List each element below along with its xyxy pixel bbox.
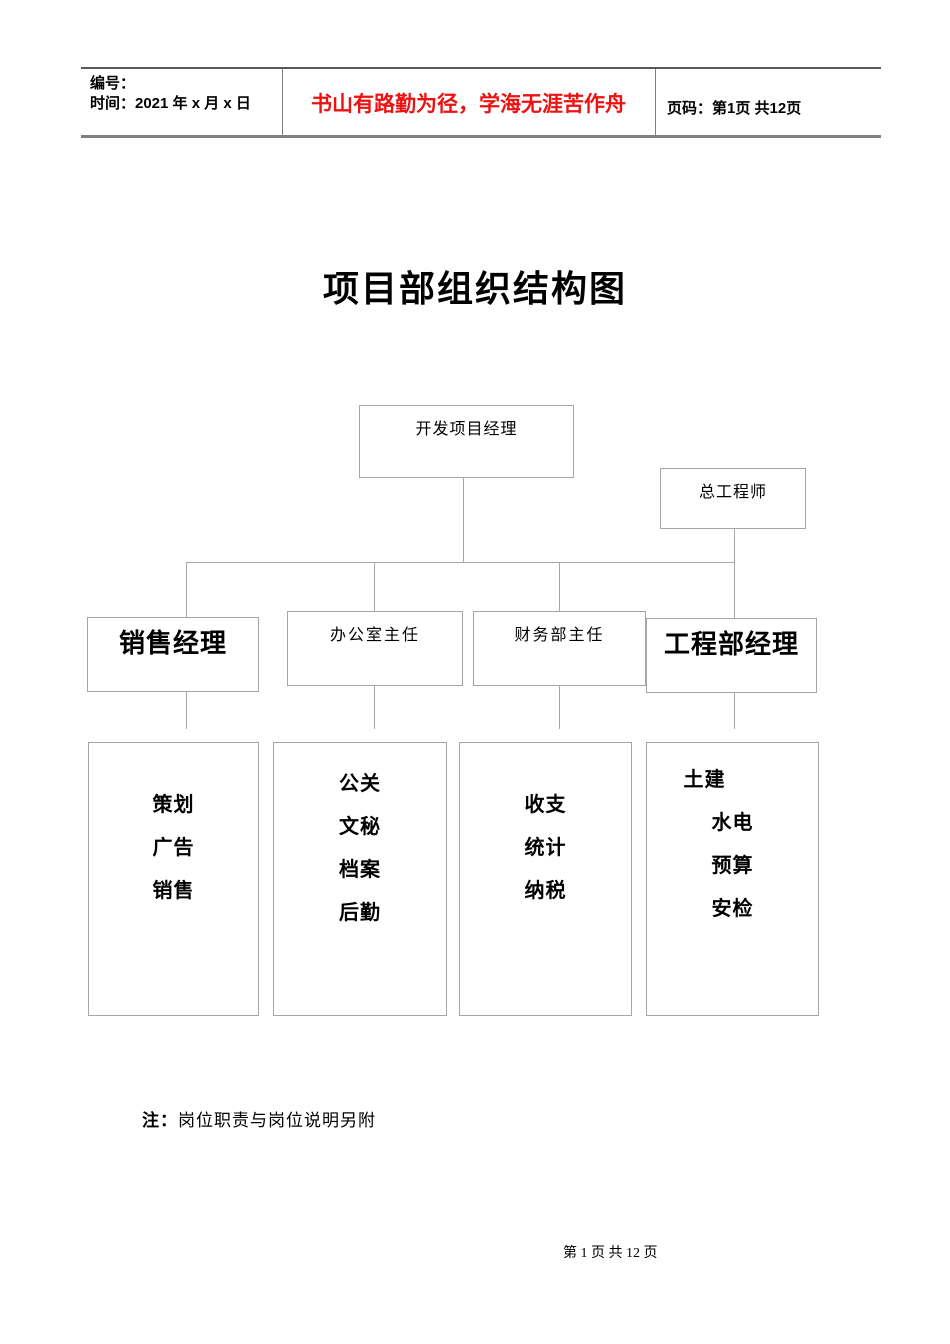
- connector-horizontal: [186, 562, 735, 563]
- note-prefix: 注：: [142, 1111, 178, 1130]
- detail-item: 公关: [339, 773, 381, 795]
- connector-office-down: [374, 685, 375, 729]
- org-box-engineering-manager: 工程部经理: [646, 618, 817, 693]
- org-box-sales-manager: 销售经理: [87, 617, 259, 692]
- header-divider-2: [655, 69, 656, 135]
- org-box-finance-director: 财务部主任: [473, 611, 646, 686]
- connector-engineering-down: [734, 692, 735, 729]
- detail-item: 收支: [524, 794, 567, 816]
- detail-item: 文秘: [339, 816, 381, 838]
- detail-item: 后勤: [339, 902, 381, 924]
- header-table: 编号： 时间：2021 年 x 月 x 日 书山有路勤为径，学海无涯苦作舟 页码：…: [81, 67, 881, 138]
- detail-item: 预算: [711, 855, 754, 877]
- org-box-office-director: 办公室主任: [287, 611, 463, 686]
- detail-item: 纳税: [524, 880, 567, 902]
- page-title: 项目部组织结构图: [322, 269, 627, 309]
- connector-sales-up: [186, 562, 187, 617]
- connector-finance-down: [559, 685, 560, 729]
- detail-item: 土建: [683, 769, 726, 791]
- header-time-label: 时间：2021 年 x 月 x 日: [90, 95, 251, 112]
- org-box-office-director-label: 办公室主任: [329, 627, 420, 644]
- note-text: 岗位职责与岗位说明另附: [178, 1111, 376, 1130]
- org-box-project-manager: 开发项目经理: [359, 405, 574, 478]
- org-box-chief-engineer-label: 总工程师: [698, 484, 767, 501]
- org-box-project-manager-label: 开发项目经理: [415, 421, 518, 438]
- detail-item: 统计: [524, 837, 567, 859]
- org-box-engineering-manager-label: 工程部经理: [663, 630, 799, 659]
- detail-item: 广告: [152, 837, 195, 859]
- detail-item: 档案: [339, 859, 381, 881]
- detail-item: 策划: [152, 794, 195, 816]
- footer-page-number: 第 1 页 共 12 页: [563, 1246, 658, 1261]
- org-detail-finance: 收支 统计 纳税: [459, 742, 632, 1016]
- org-detail-engineering: 土建 水电 预算 安检: [646, 742, 819, 1016]
- org-box-sales-manager-label: 销售经理: [118, 629, 227, 658]
- header-code-label: 编号：: [90, 75, 136, 92]
- org-box-finance-director-label: 财务部主任: [514, 627, 605, 644]
- org-detail-office: 公关 文秘 档案 后勤: [273, 742, 447, 1016]
- org-box-chief-engineer: 总工程师: [660, 468, 806, 529]
- header-motto: 书山有路勤为径，学海无涯苦作舟: [311, 93, 626, 116]
- connector-top-vertical: [463, 478, 464, 562]
- connector-sales-down: [186, 691, 187, 729]
- detail-item: 安检: [711, 898, 754, 920]
- note: 注：岗位职责与岗位说明另附: [142, 1106, 376, 1131]
- connector-finance-up: [559, 562, 560, 611]
- detail-item: 水电: [711, 812, 754, 834]
- header-page-info: 页码：第1页 共12页: [667, 100, 802, 117]
- org-detail-sales: 策划 广告 销售: [88, 742, 259, 1016]
- connector-chief-vertical: [734, 529, 735, 618]
- detail-item: 销售: [152, 880, 195, 902]
- connector-office-up: [374, 562, 375, 611]
- header-code-time: 编号： 时间：2021 年 x 月 x 日: [90, 74, 251, 114]
- header-divider-1: [282, 69, 283, 135]
